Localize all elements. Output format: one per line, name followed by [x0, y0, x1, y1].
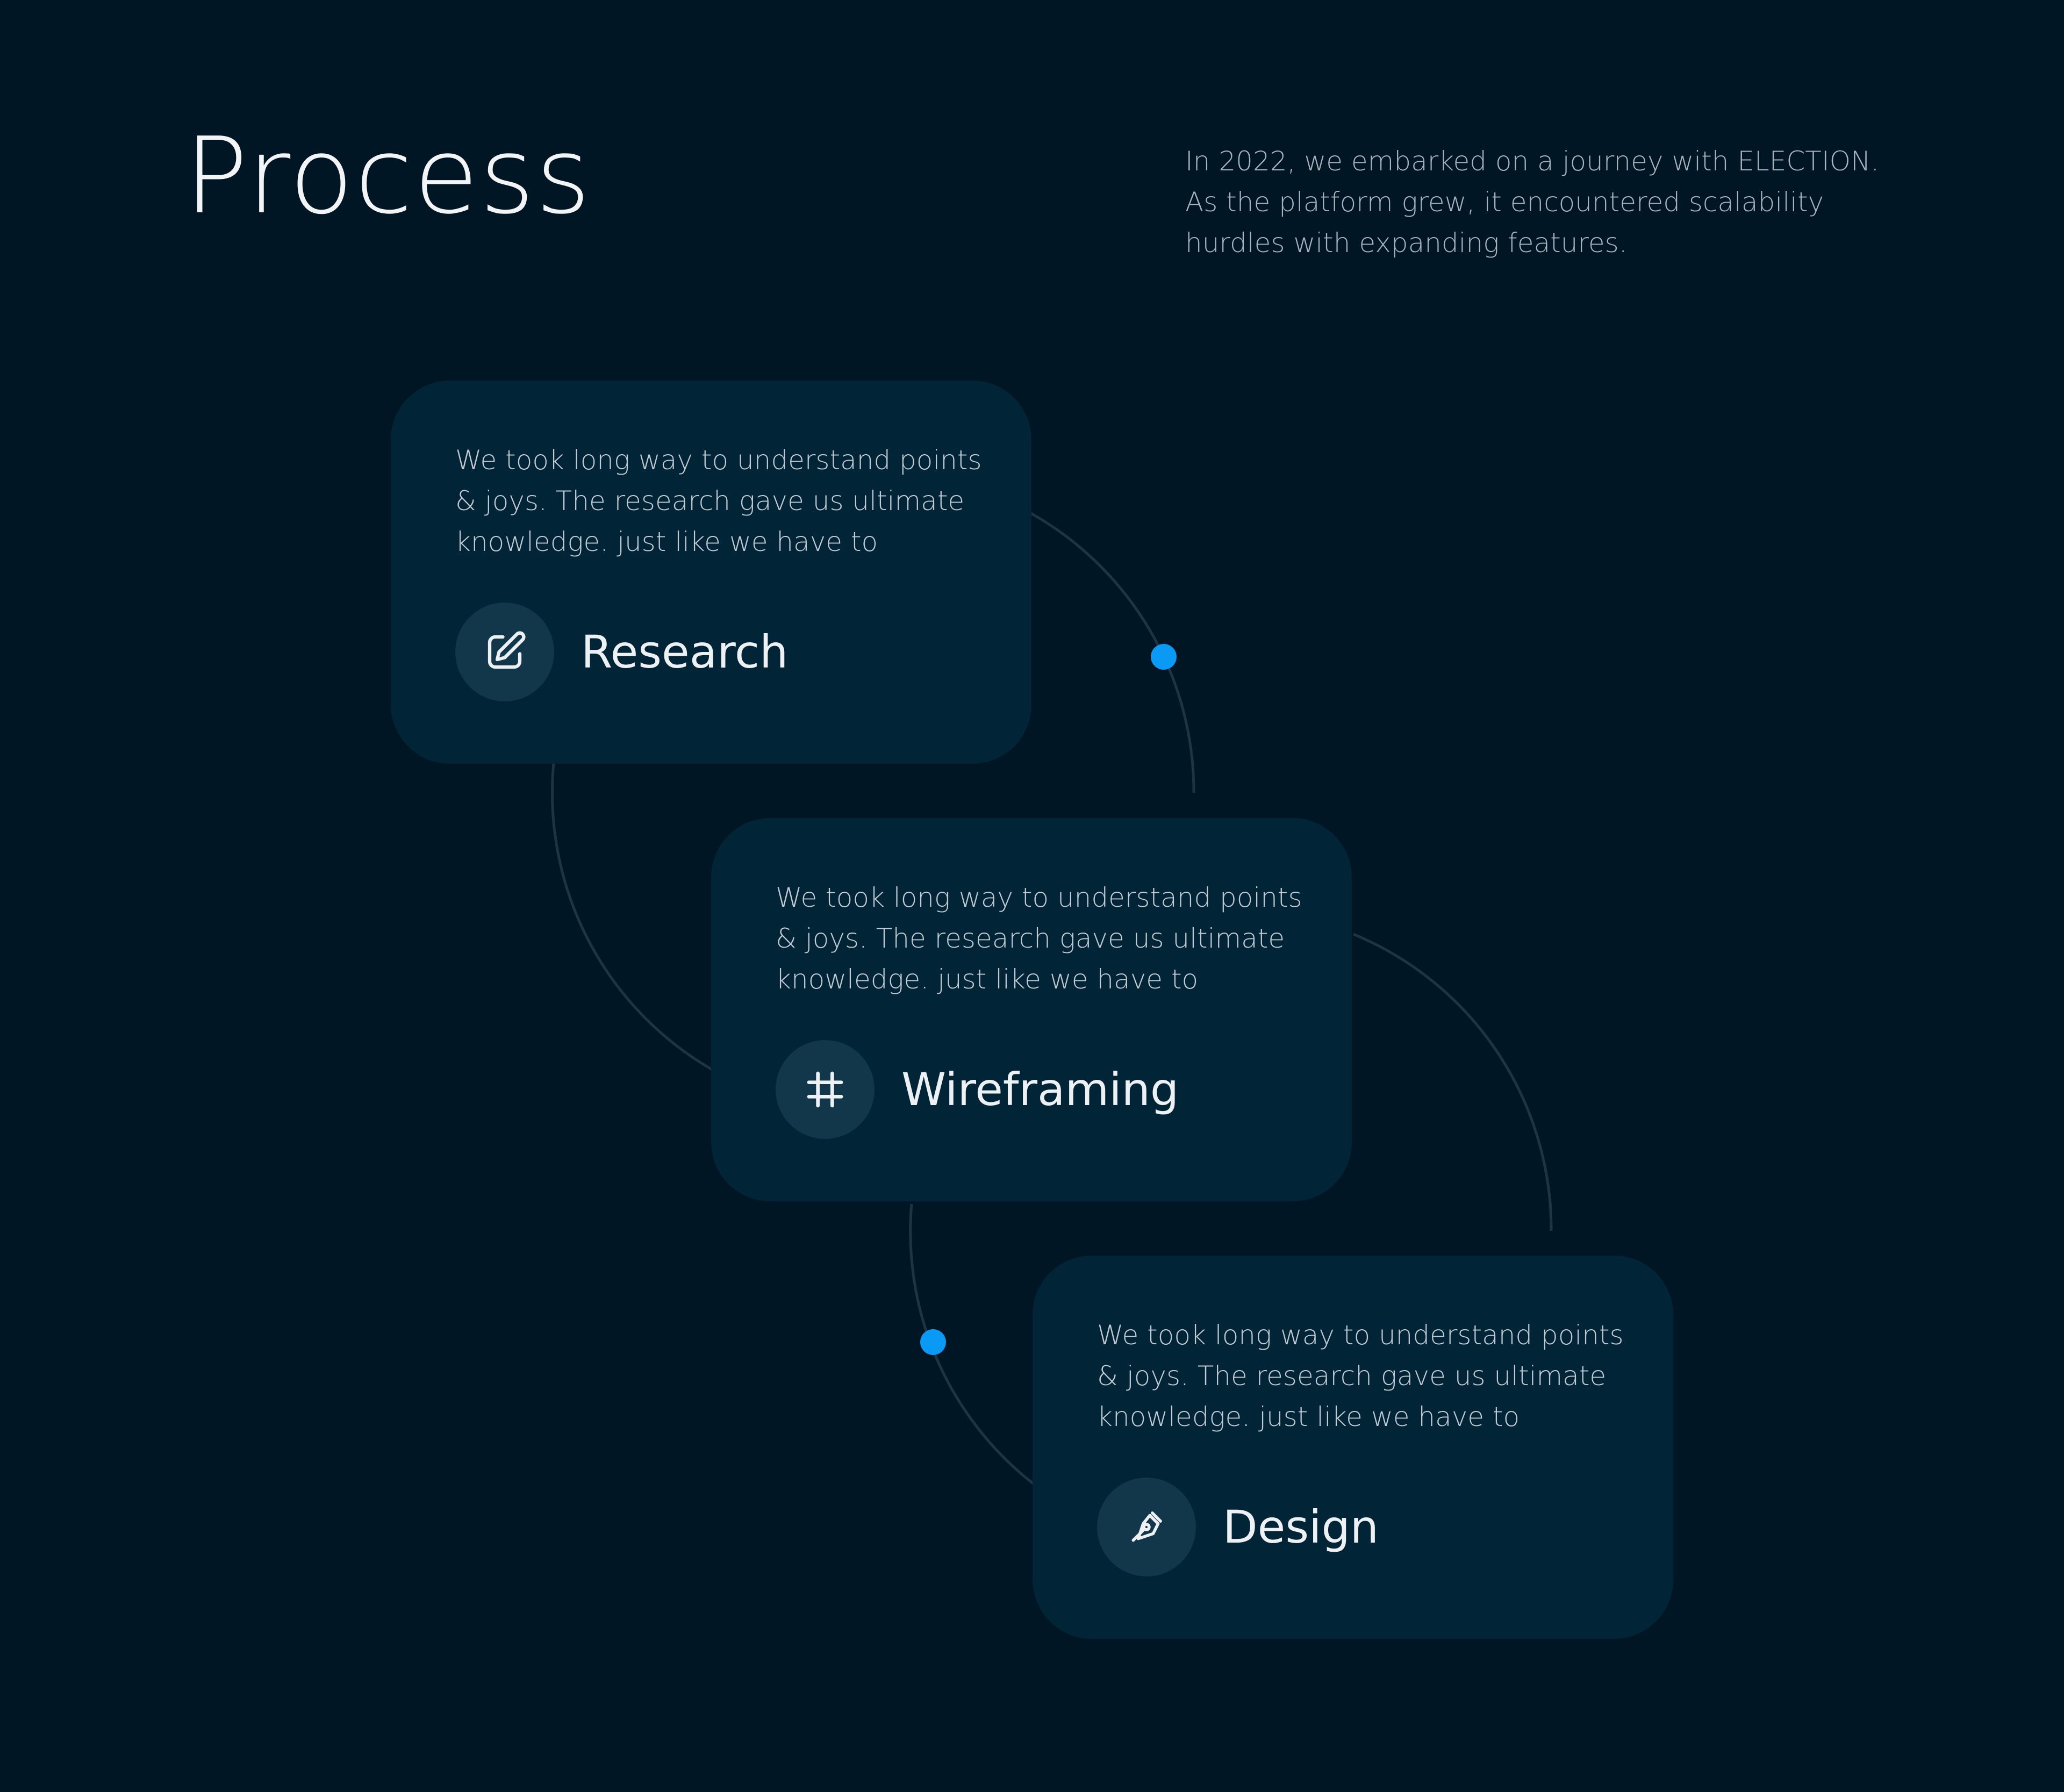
step-card-design: We took long way to understand points & …	[1033, 1256, 1673, 1639]
intro-text: In 2022, we embarked on a journey with E…	[1185, 146, 1880, 259]
step-card-research: We took long way to understand points & …	[391, 381, 1031, 764]
step-footer: Research	[455, 603, 978, 701]
step-title: Wireframing	[901, 1063, 1179, 1116]
edit-icon	[455, 603, 554, 701]
connector-arc-research-left	[551, 763, 713, 1071]
connector-arc-wireframing-left	[909, 1203, 1034, 1485]
connector-arc-wireframing-right	[1353, 933, 1553, 1231]
step-description: We took long way to understand points & …	[1097, 1320, 1624, 1432]
step-description: We took long way to understand points & …	[776, 882, 1302, 995]
progress-dot	[920, 1329, 946, 1355]
step-card-wireframing: We took long way to understand points & …	[711, 818, 1352, 1201]
connector-arc-research-right	[1030, 512, 1195, 793]
step-footer: Design	[1097, 1478, 1619, 1576]
step-footer: Wireframing	[776, 1040, 1298, 1139]
progress-dot	[1151, 644, 1177, 670]
page-title: Process	[184, 115, 592, 238]
step-description: We took long way to understand points & …	[455, 445, 982, 557]
frame-icon	[776, 1040, 875, 1139]
step-title: Design	[1223, 1501, 1379, 1553]
step-title: Research	[581, 626, 789, 678]
pen-tool-icon	[1097, 1478, 1196, 1576]
